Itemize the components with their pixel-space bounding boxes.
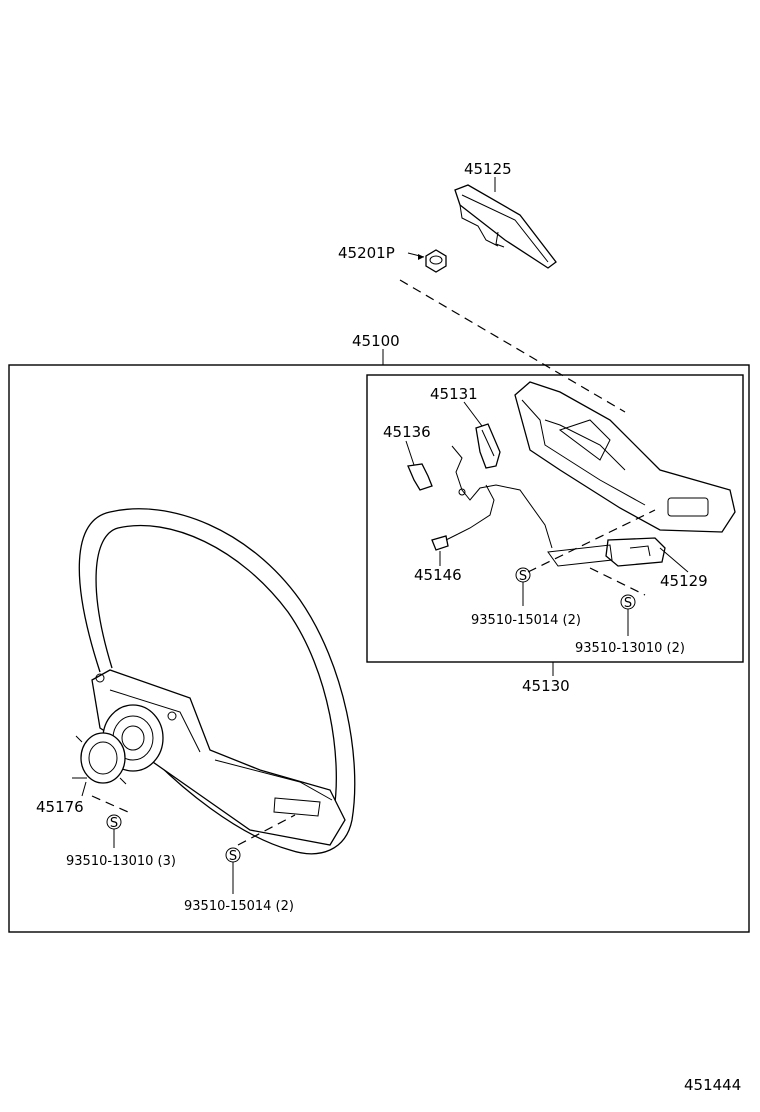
svg-text:S: S [229,849,237,864]
label-45130: 45130 [522,677,570,695]
nut-45201p [425,249,447,273]
label-45100: 45100 [352,332,400,350]
clip-45136 [407,463,433,491]
screw-symbol-13010-outer: S [106,814,122,831]
horn-pad-45125 [454,184,557,269]
label-93510-13010-outer: 93510-13010 (3) [66,854,176,869]
horn-pad-45129 [514,381,736,533]
label-45146: 45146 [414,566,462,584]
steering-wheel [78,508,356,855]
label-93510-15014-outer: 93510-15014 (2) [184,899,294,914]
screw-symbol-13010-inner: S [620,594,636,611]
assembly-frame-45130 [366,374,744,663]
wire-harness-45146 [431,445,553,551]
label-93510-13010-inner: 93510-13010 (2) [575,641,685,656]
screw-symbol-15014-outer: S [225,847,241,864]
label-45131: 45131 [430,385,478,403]
label-45136: 45136 [383,423,431,441]
label-45125: 45125 [464,160,512,178]
label-45201p: 45201P [338,244,395,262]
contact-ring-45176 [75,732,127,785]
svg-text:S: S [110,816,118,831]
svg-text:S: S [519,569,527,584]
label-45176: 45176 [36,798,84,816]
screw-symbol-15014-inner: S [515,567,531,584]
svg-text:S: S [624,596,632,611]
label-45129: 45129 [660,572,708,590]
label-93510-15014-inner: 93510-15014 (2) [471,613,581,628]
contact-plate-45129 [547,537,666,567]
horn-button-45131 [475,423,501,469]
diagram-id: 451444 [684,1076,741,1094]
